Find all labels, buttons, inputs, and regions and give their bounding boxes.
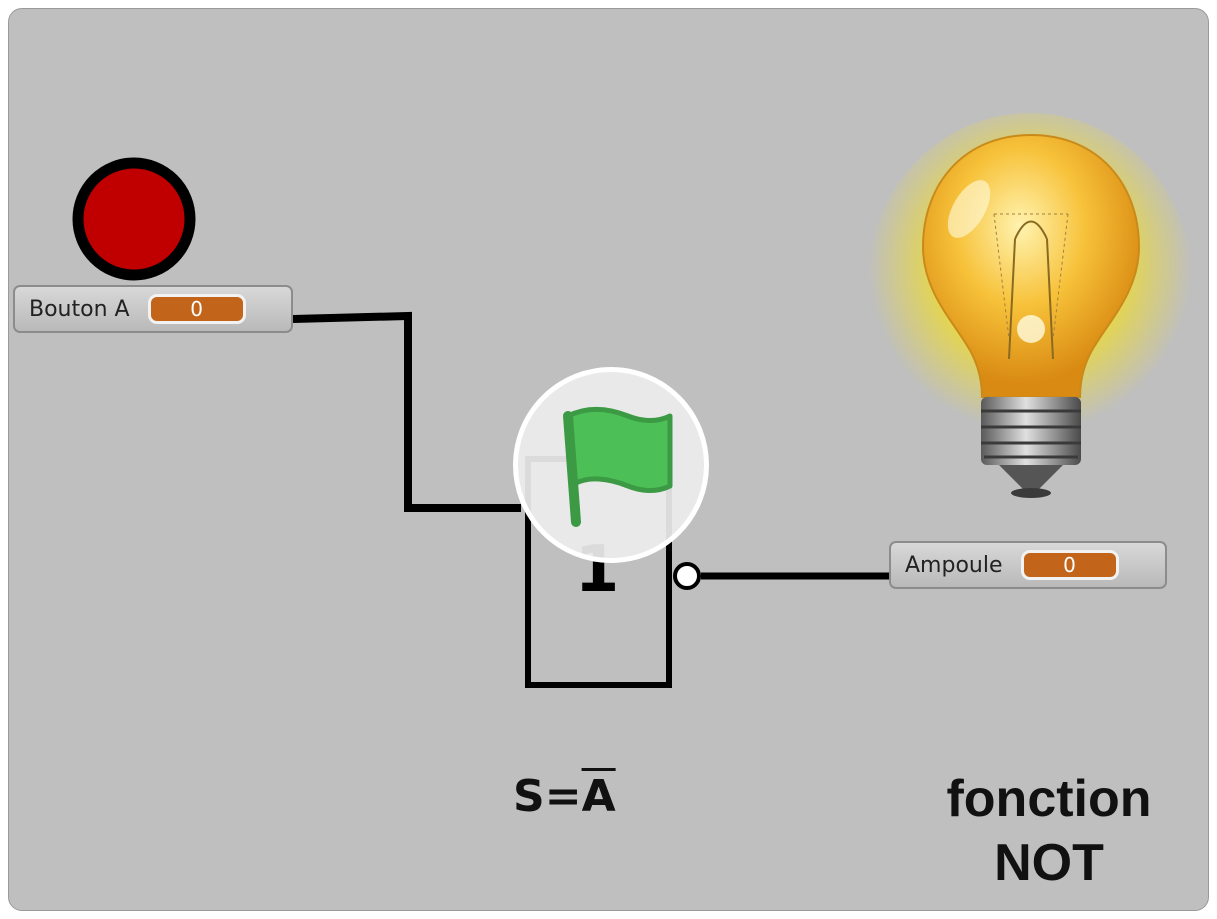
function-title-line2: NOT bbox=[994, 834, 1104, 892]
green-flag-icon bbox=[563, 406, 673, 527]
monitor-value: 0 bbox=[147, 294, 246, 324]
function-title-line1: fonction bbox=[946, 770, 1152, 828]
function-title: fonction NOT bbox=[909, 767, 1189, 895]
red-button-icon[interactable] bbox=[72, 157, 196, 281]
green-flag-button[interactable] bbox=[513, 367, 709, 563]
monitor-ampoule[interactable]: Ampoule 0 bbox=[889, 541, 1167, 589]
stage[interactable]: 1 Bouton A 0 Ampoule 0 bbox=[8, 8, 1209, 911]
formula: S=A bbox=[513, 771, 616, 822]
inverter-bubble bbox=[673, 562, 701, 590]
formula-negated-var: A bbox=[581, 771, 616, 822]
monitor-value: 0 bbox=[1020, 550, 1119, 580]
monitor-bouton-a[interactable]: Bouton A 0 bbox=[13, 285, 293, 333]
light-bulb-icon bbox=[868, 113, 1192, 498]
monitor-label: Ampoule bbox=[905, 552, 1003, 578]
monitor-label: Bouton A bbox=[29, 296, 130, 322]
formula-prefix: S= bbox=[513, 771, 582, 822]
circuit-canvas: 1 bbox=[72, 113, 1192, 688]
input-wire bbox=[292, 311, 521, 512]
